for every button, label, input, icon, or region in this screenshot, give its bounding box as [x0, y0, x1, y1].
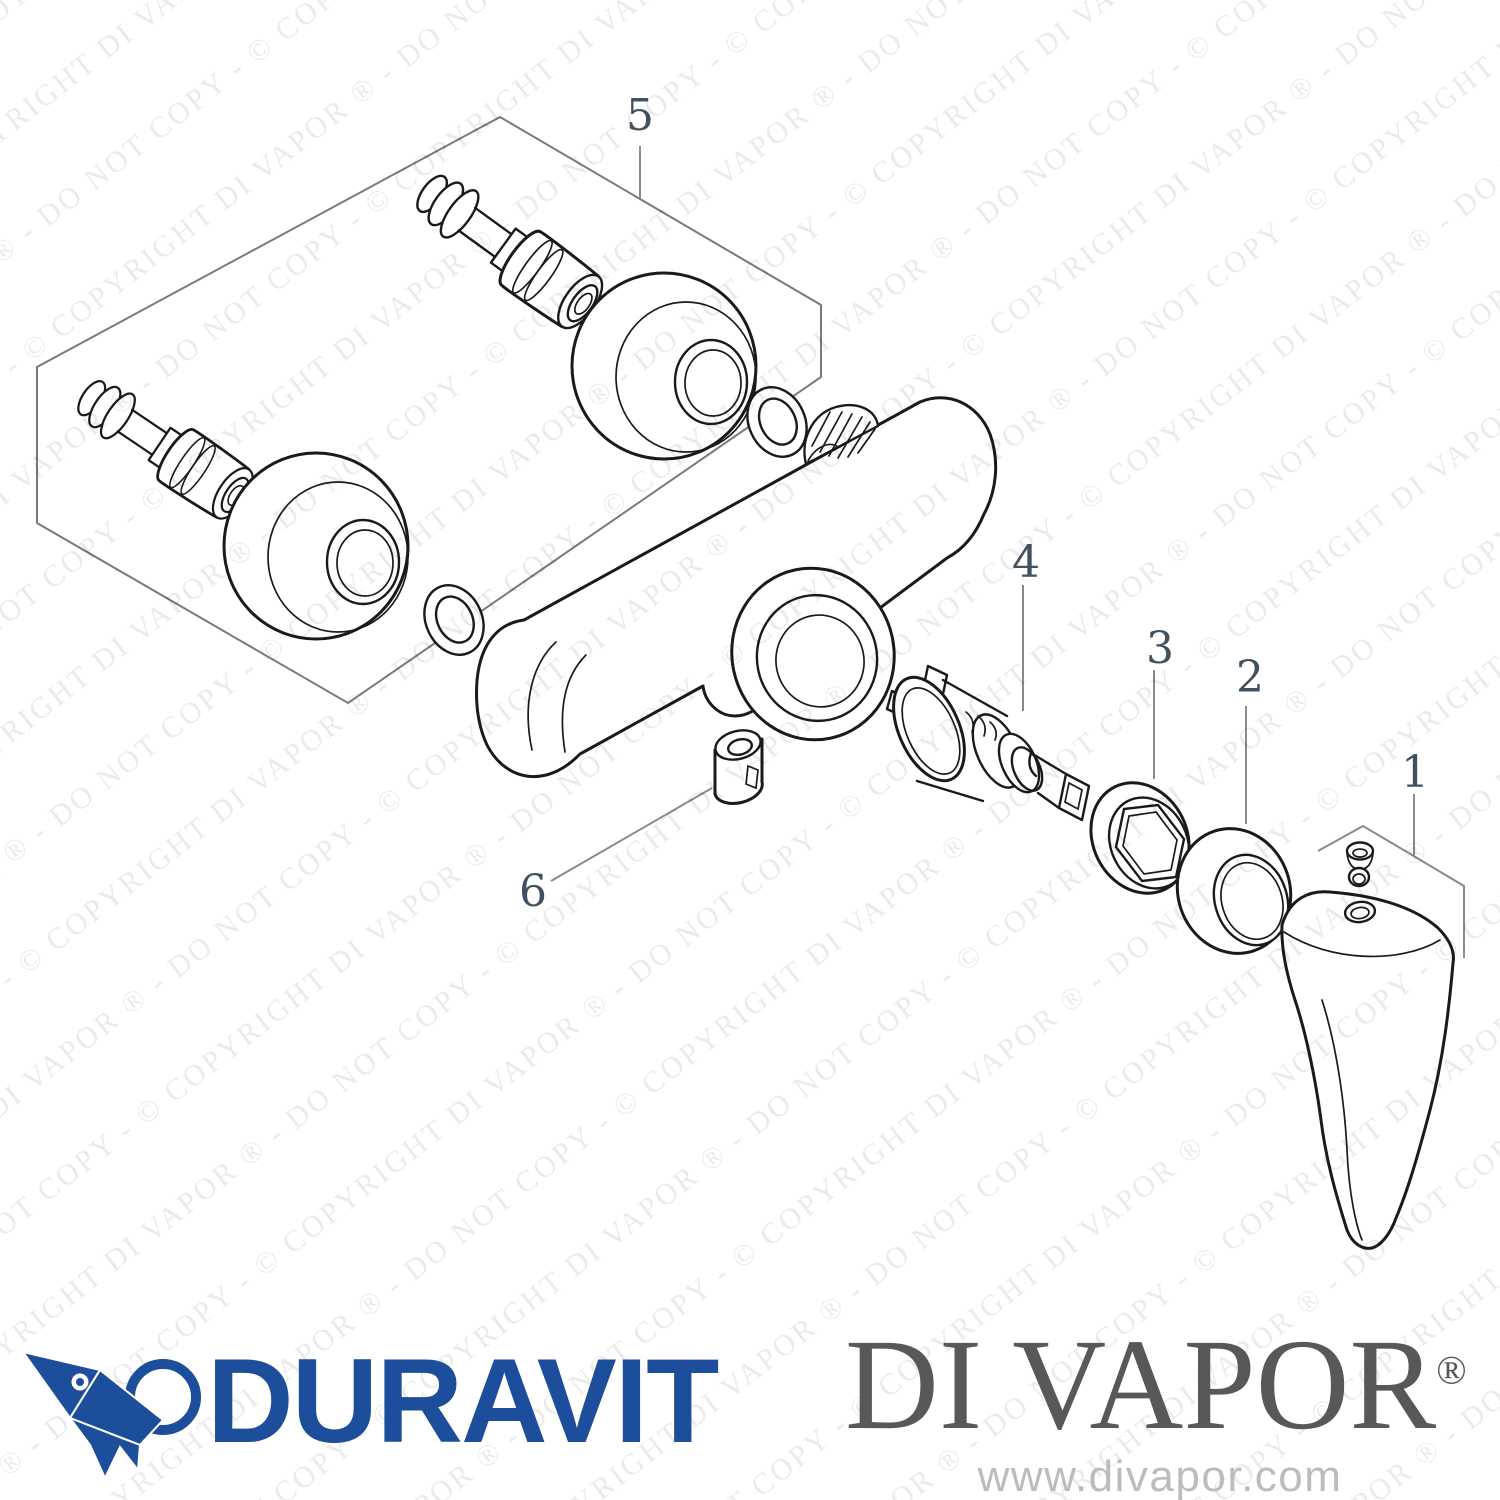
flow-restrictor	[713, 729, 764, 805]
trim-ring	[1175, 827, 1293, 955]
restrictor-notch	[745, 764, 759, 790]
cartridge-flange	[892, 675, 966, 783]
divapor-wordmark-text: DI VAPOR	[845, 1313, 1437, 1457]
duravit-bird-icon	[20, 1350, 201, 1481]
bottom-port-inner	[775, 614, 865, 708]
bottom-port-bore	[755, 593, 879, 723]
lock-nut	[1089, 781, 1191, 895]
part-label-3: 3	[1146, 623, 1174, 674]
handle-body	[1280, 890, 1455, 1250]
leader-bracket-1	[1317, 794, 1465, 958]
handle-top-face-line	[1283, 931, 1441, 958]
cartridge	[885, 664, 1091, 822]
bottom-port-rim	[730, 566, 896, 742]
handle-screw-hole	[1343, 900, 1377, 924]
dome-base-line	[807, 443, 839, 462]
cartridge-stem	[1028, 751, 1068, 810]
part-label-1: 1	[1401, 747, 1429, 798]
lock-nut-hex	[1114, 803, 1186, 883]
part-label-6: 6	[519, 866, 547, 917]
left-cap-contour	[527, 641, 587, 753]
part-labels: 1 2 3 4 5 6	[519, 90, 1429, 917]
divapor-wordmark: DI VAPOR®	[845, 1320, 1467, 1450]
registered-trademark-icon: ®	[1436, 1347, 1467, 1393]
leader-lines	[550, 146, 1465, 958]
leader-6	[550, 787, 713, 882]
part-label-2: 2	[1236, 652, 1264, 703]
part-label-5: 5	[626, 90, 654, 141]
mixer-body	[475, 396, 998, 779]
duravit-wordmark: DURAVIT	[207, 1334, 719, 1468]
divapor-website: www.divapor.com	[977, 1452, 1343, 1500]
handle-assembly	[1280, 841, 1455, 1250]
mixer-body-outline	[475, 396, 998, 779]
dome-hatching	[811, 411, 876, 459]
handle-edge-line	[1321, 999, 1363, 1241]
hose-connector-top	[402, 159, 614, 339]
kit-box-outline	[36, 115, 822, 705]
part-label-4: 4	[1012, 537, 1040, 588]
